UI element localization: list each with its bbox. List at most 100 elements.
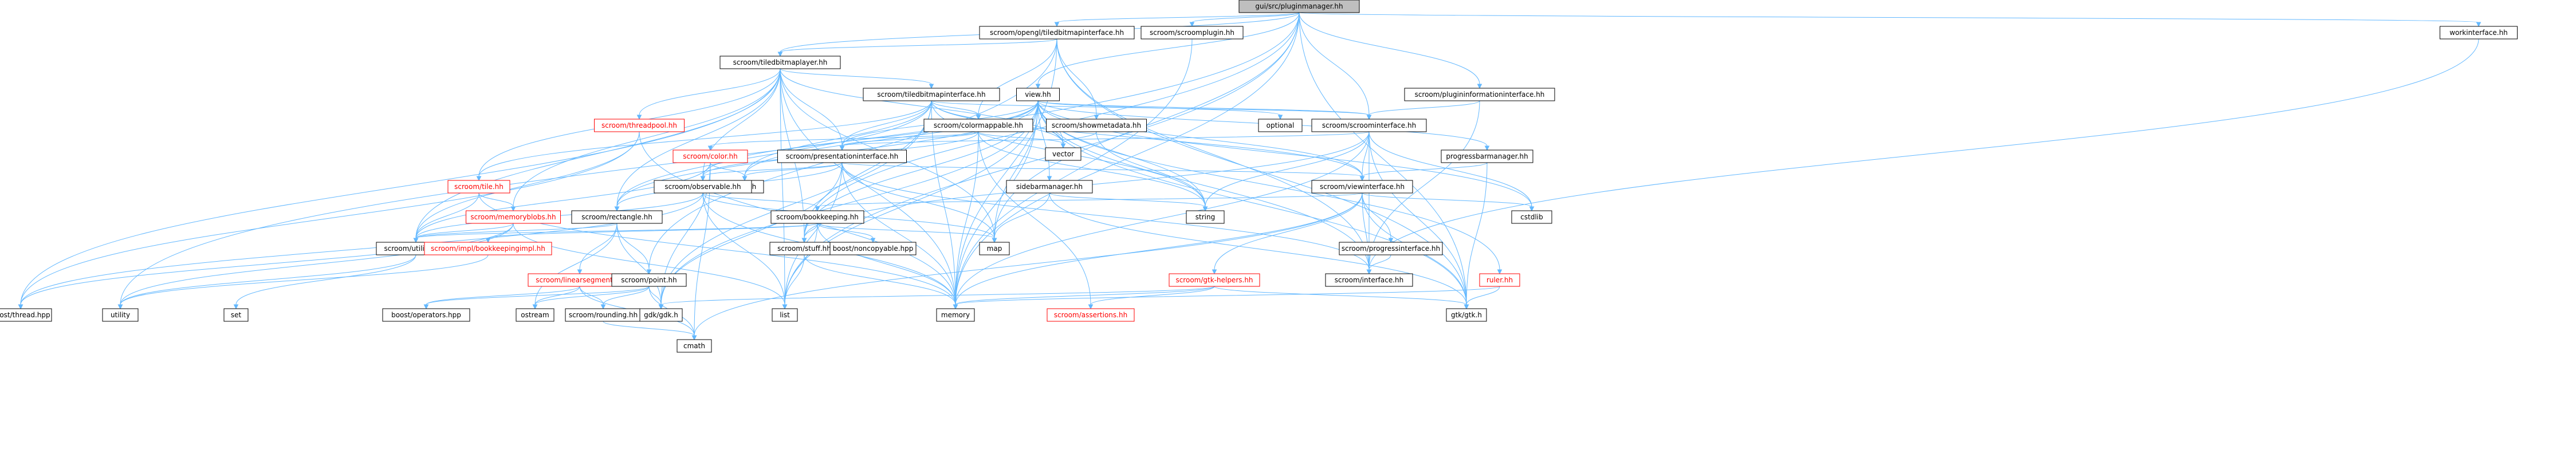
node-label: scroom/bookkeeping.hh [776,213,859,221]
node-noncopyable[interactable]: boost/noncopyable.hpp [829,242,917,255]
node-label: map [987,245,1002,253]
node-workiface[interactable]: workinterface.hh [2440,26,2518,40]
node-label: workinterface.hh [2449,29,2508,37]
edge-progbarmgr-to-gtk [1464,162,1488,310]
node-map[interactable]: map [979,242,1010,255]
node-label: gui/src/pluginmanager.hh [1255,2,1343,10]
node-label: scroom/tiledbitmapinterface.hh [877,90,985,99]
node-label: set [231,311,242,319]
edge-presiface-to-observable [700,162,843,182]
edge-opengl_tiled_iface-to-colormappable [976,38,1057,120]
node-showmeta[interactable]: scroom/showmetadata.hh [1046,119,1147,132]
node-rounding[interactable]: scroom/rounding.hh [565,308,642,322]
node-label: scroom/threadpool.hh [601,121,677,129]
node-label: scroom/memoryblobs.hh [470,213,556,221]
node-label: list [780,311,790,319]
node-opengl-tiled-iface[interactable]: scroom/opengl/tiledbitmapinterface.hh [979,26,1135,40]
edge-view-to-ruler [1037,100,1503,275]
node-scroomplugin[interactable]: scroom/scroomplugin.hh [1140,26,1244,40]
node-gdk[interactable]: gdk/gdk.h [639,308,683,322]
node-presiface[interactable]: scroom/presentationinterface.hh [777,149,907,163]
node-utility[interactable]: utility [102,308,139,322]
node-boost-operators[interactable]: boost/operators.hpp [382,308,470,322]
node-label: scroom/opengl/tiledbitmapinterface.hh [990,29,1124,37]
edge-utilities-to-set [233,254,416,310]
node-viewiface[interactable]: scroom/viewinterface.hh [1311,180,1413,194]
node-progiface[interactable]: scroom/progressinterface.hh [1339,242,1443,255]
node-linearsegment[interactable]: scroom/linearsegment.hh [528,273,632,287]
edge-point-to-rounding [600,286,650,310]
edge-bookkeeping-to-stuff [801,223,818,243]
node-tile[interactable]: scroom/tile.hh [447,180,510,194]
node-ostream[interactable]: ostream [516,308,554,322]
edge-opengl_tiled_iface-to-showmeta [1056,38,1099,120]
node-tiled-iface[interactable]: scroom/tiledbitmapinterface.hh [863,88,1000,101]
node-label: scroom/gtk-helpers.hh [1175,276,1253,284]
dependency-edges [18,12,2481,341]
node-bookkeeping[interactable]: scroom/bookkeeping.hh [770,210,864,224]
node-threadpool[interactable]: scroom/threadpool.hh [594,119,685,132]
edge-tiled_iface-to-cairo [742,100,932,182]
node-memblobs[interactable]: scroom/memoryblobs.hh [466,210,561,224]
node-stuff[interactable]: scroom/stuff.hh [769,242,839,255]
node-label: scroom/assertions.hh [1054,311,1127,319]
node-label: scroom/showmetadata.hh [1052,121,1141,129]
edge-root-to-scroomplugin [1189,12,1300,27]
node-gtkhelpers[interactable]: scroom/gtk-helpers.hh [1169,273,1260,287]
node-view[interactable]: view.hh [1016,88,1060,101]
node-progbarmgr[interactable]: progressbarmanager.hh [1441,149,1533,163]
edge-tiled_iface-to-scroomiface [931,100,1372,120]
edge-view-to-sidebar [1037,100,1052,182]
edge-view-to-scroomiface [1037,100,1372,120]
node-gtk[interactable]: gtk/gtk.h [1446,308,1487,322]
node-impl-bookkeeping[interactable]: scroom/impl/bookkeepingimpl.hh [424,242,552,255]
node-label: scroom/interface.hh [1335,276,1403,284]
node-set[interactable]: set [223,308,249,322]
node-root[interactable]: gui/src/pluginmanager.hh [1238,0,1360,13]
node-label: string [1195,213,1215,221]
node-rectangle[interactable]: scroom/rectangle.hh [571,210,663,224]
node-vector[interactable]: vector [1045,147,1081,161]
node-optional[interactable]: optional [1258,119,1303,132]
node-plugininfo[interactable]: scroom/plugininformationinterface.hh [1404,88,1555,101]
node-label: scroom/rounding.hh [569,311,638,319]
node-observable[interactable]: scroom/observable.hh [654,180,752,194]
node-string[interactable]: string [1186,210,1225,224]
node-label: view.hh [1025,90,1051,99]
edge-observable-to-boost_thread [18,192,703,310]
edge-stuff-to-list [782,254,805,310]
node-cmath[interactable]: cmath [677,339,712,353]
node-cstdlib[interactable]: cstdlib [1511,210,1552,224]
edge-presiface-to-memory [841,162,958,310]
edge-ruler-to-memory [953,286,1500,310]
edge-gtkhelpers-to-gdk [658,286,1215,310]
node-scroomiface[interactable]: scroom/scroominterface.hh [1311,119,1427,132]
edge-root-to-workiface [1299,12,2481,27]
edge-tiled_iface-to-tile [476,100,932,182]
node-assertions[interactable]: scroom/assertions.hh [1047,308,1135,322]
node-colormappable[interactable]: scroom/colormappable.hh [923,119,1033,132]
node-boost-thread[interactable]: boost/thread.hpp [0,308,52,322]
edge-tiledlayer-to-threadpool [636,68,781,120]
node-tiledlayer[interactable]: scroom/tiledbitmaplayer.hh [719,56,841,69]
edge-root-to-scroomiface [1299,12,1372,120]
edge-tiledlayer-to-list [780,68,788,310]
edge-tiled_iface-to-gdk [658,100,932,310]
edge-gtkhelpers-to-assertions [1088,286,1215,310]
edge-presiface-to-interface [841,162,1372,275]
edge-tile-to-memblobs [478,192,516,212]
edge-colormappable-to-color [707,131,979,151]
node-point[interactable]: scroom/point.hh [611,273,687,287]
edge-viewiface-to-gtkhelpers [1212,192,1363,275]
node-memory[interactable]: memory [936,308,975,322]
edge-scroomiface-to-memory [953,131,1370,310]
node-label: scroom/tile.hh [454,183,504,191]
node-ruler[interactable]: ruler.hh [1479,273,1520,287]
node-label: scroom/stuff.hh [777,245,831,253]
edge-tiledlayer-to-tiled_iface [780,68,934,89]
edge-viewiface-to-progiface [1362,192,1394,243]
node-sidebar[interactable]: sidebarmanager.hh [1006,180,1093,194]
node-list[interactable]: list [772,308,798,322]
node-color[interactable]: scroom/color.hh [672,149,748,163]
node-interface[interactable]: scroom/interface.hh [1325,273,1413,287]
